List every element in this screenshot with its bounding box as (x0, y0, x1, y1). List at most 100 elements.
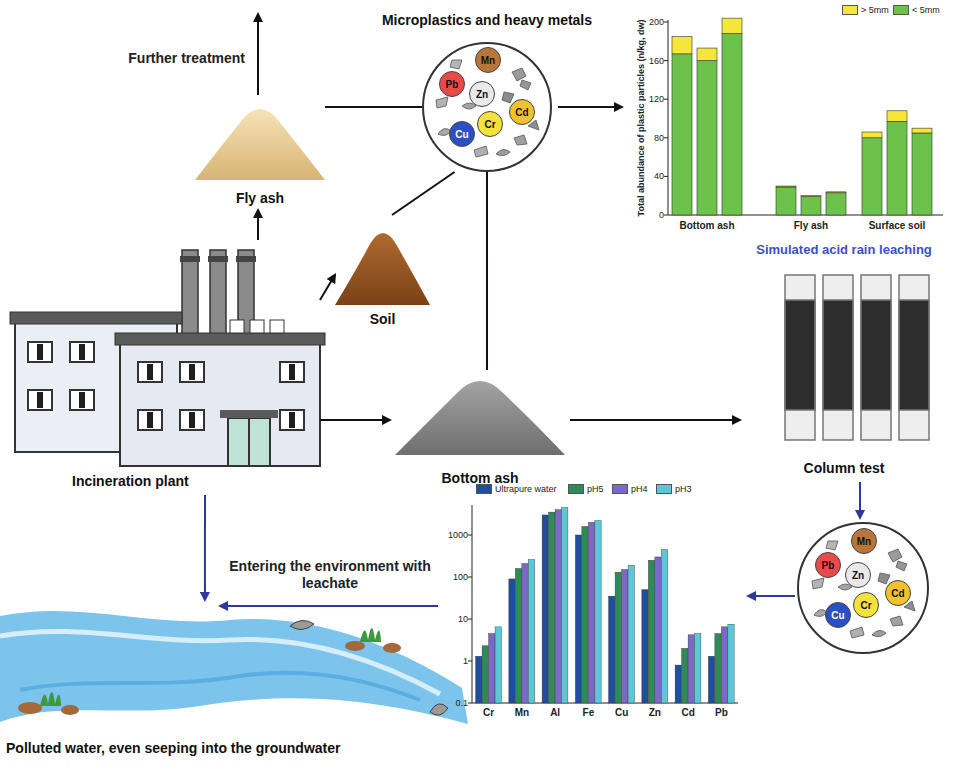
node-text: Microplastics and heavy metals (382, 12, 592, 28)
drawing-part (208, 256, 228, 262)
drawing-part (812, 541, 915, 638)
drawing-part (862, 138, 882, 215)
drawing-part (555, 510, 561, 703)
drawing-part (722, 18, 742, 33)
leaching-columns (785, 275, 929, 440)
drawing-part (280, 410, 304, 430)
drawing-part (383, 643, 401, 653)
chart-text: Al (550, 707, 560, 718)
drawing-part (695, 634, 701, 703)
drawing-part (430, 704, 448, 715)
drawing-part (189, 364, 195, 380)
drawing-part (250, 320, 264, 333)
drawing-part (0, 611, 468, 724)
drawing-part (826, 193, 846, 215)
legend-item: < 5mm (893, 5, 940, 15)
chart-text: 200 (649, 17, 664, 27)
flow-connector (320, 275, 335, 300)
drawing-part (436, 60, 539, 157)
drawing-part (899, 300, 929, 410)
flow-connector (486, 172, 488, 370)
metal-ball: Cr (477, 111, 503, 137)
drawing-part (236, 256, 256, 262)
drawing-part (859, 482, 861, 518)
drawing-part (476, 656, 482, 703)
drawing-part (801, 197, 821, 215)
abundance-bars (672, 18, 932, 215)
drawing-part (664, 22, 668, 215)
drawing-part (28, 390, 52, 410)
polluted-river: Polluted water, even seeping into the gr… (0, 600, 470, 774)
metal-ball: Cr (853, 592, 879, 618)
drawing-part (180, 256, 200, 262)
drawing-part (228, 418, 270, 466)
legend-text: pH5 (587, 484, 604, 494)
drawing-part (468, 535, 472, 703)
flow-connector (570, 419, 740, 421)
drawing-part (280, 362, 304, 382)
legend-text: > 5mm (861, 5, 889, 15)
legend-swatch (893, 5, 909, 15)
drawing-part (588, 522, 594, 703)
soil-pile-node: Soil (335, 215, 430, 330)
bottom-ash-pile (395, 381, 565, 455)
drawing-part (785, 275, 815, 440)
drawing-part (79, 344, 85, 360)
drawing-part (180, 362, 204, 382)
drawing-part (697, 61, 717, 215)
river-drawing (0, 611, 468, 724)
legend-swatch (568, 484, 584, 494)
drawing-part (748, 595, 795, 597)
drawing-part (721, 627, 727, 703)
leaching-bars (476, 508, 735, 703)
drawing-part (482, 646, 488, 703)
leaching-chart-axes (468, 505, 738, 703)
abundance-chart-axes (664, 20, 943, 215)
drawing-part (270, 320, 284, 333)
node-text: Cr (484, 119, 495, 130)
node-text: Mn (481, 55, 495, 66)
metal-ball: Mn (851, 528, 877, 554)
drawing-part (138, 362, 162, 382)
drawing-part (609, 596, 615, 703)
legend-item: pH3 (656, 484, 692, 494)
legend-swatch (656, 484, 672, 494)
metal-ball: Cd (509, 99, 535, 125)
factory-drawing (10, 250, 325, 466)
node-text: Zn (852, 570, 864, 581)
metal-ball: Zn (469, 81, 495, 107)
node-text: Polluted water, even seeping into the gr… (6, 740, 341, 756)
drawing-part (823, 275, 853, 440)
flow-arrows (220, 14, 860, 606)
drawing-part (912, 133, 932, 215)
drawing-part (887, 111, 907, 122)
drawing-part (708, 656, 714, 703)
drawing-part (70, 342, 94, 362)
node-text: Column test (804, 460, 885, 476)
chart-text: Mn (515, 707, 529, 718)
drawing-part (230, 320, 244, 333)
drawing-part (776, 187, 796, 215)
chart-text: Fe (583, 707, 595, 718)
drawing-part (37, 344, 295, 428)
drawing-part (655, 557, 661, 703)
drawing-part (672, 36, 692, 53)
drawing-part (360, 628, 381, 642)
chart-text: 10 (458, 614, 468, 624)
drawing-part (785, 300, 815, 410)
drawing-part (542, 515, 548, 703)
drawing-part (37, 392, 43, 408)
legend-text: Ultrapure water (495, 484, 557, 494)
drawing-part (575, 535, 581, 703)
drawing-part (40, 692, 61, 706)
drawing-part (558, 106, 622, 108)
drawing-part (675, 665, 681, 703)
drawing-part (528, 560, 534, 703)
drawing-part (289, 412, 295, 428)
flow-connector (325, 106, 422, 108)
drawing-part (615, 572, 621, 703)
drawing-part (522, 563, 528, 703)
drawing-part (661, 550, 667, 703)
drawing-part (826, 191, 846, 193)
drawing-part (345, 641, 365, 651)
